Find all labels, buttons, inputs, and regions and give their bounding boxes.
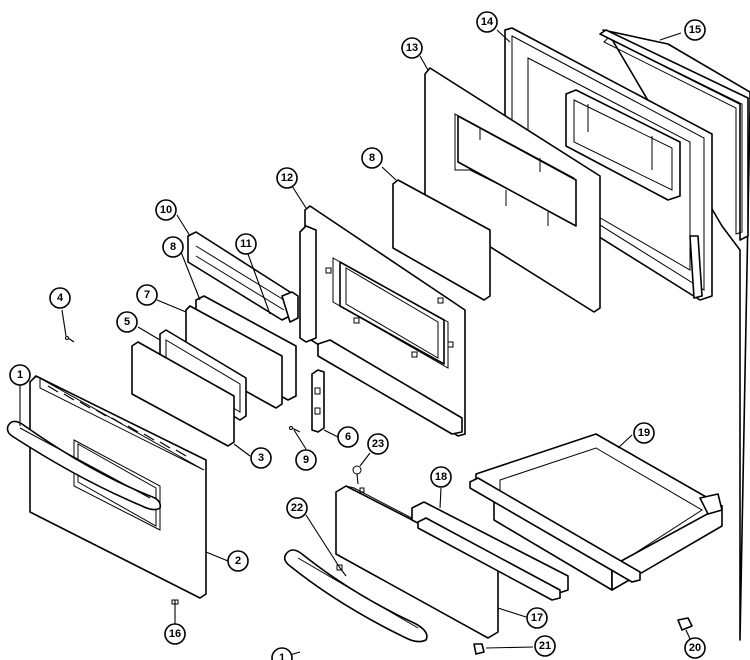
part-storage-drawer: [469, 433, 723, 591]
callout-1-upper: 1: [9, 364, 31, 386]
part-inner-door: [299, 205, 466, 437]
svg-text:21: 21: [539, 640, 551, 652]
callout-19: 19: [633, 422, 655, 444]
callout-3: 3: [250, 447, 272, 469]
callout-4: 4: [49, 287, 71, 309]
callout-17: 17: [526, 607, 548, 629]
part-screw-9: [289, 426, 301, 433]
callout-7: 7: [136, 284, 158, 306]
svg-text:11: 11: [240, 238, 252, 250]
part-drawer-rail: [411, 501, 569, 601]
callout-8-upper: 8: [361, 147, 383, 169]
svg-text:15: 15: [689, 24, 701, 36]
part-door-handle-lower: [283, 549, 428, 643]
part-door-handle-upper: [6, 420, 162, 511]
callout-8-lower: 8: [162, 236, 184, 258]
svg-text:9: 9: [303, 454, 309, 466]
svg-text:12: 12: [281, 172, 293, 184]
svg-text:14: 14: [481, 16, 494, 28]
svg-text:18: 18: [435, 471, 447, 483]
callout-13: 13: [401, 37, 423, 59]
callout-11: 11: [235, 233, 257, 255]
callout-23: 23: [367, 433, 389, 455]
svg-text:6: 6: [345, 431, 351, 443]
svg-text:17: 17: [531, 612, 543, 624]
part-nut-21: [473, 643, 485, 655]
svg-text:20: 20: [689, 642, 701, 654]
svg-text:16: 16: [169, 628, 181, 640]
callout-18: 18: [430, 466, 452, 488]
svg-text:8: 8: [170, 241, 176, 253]
svg-text:2: 2: [235, 555, 241, 567]
part-inner-door-panel: [504, 27, 713, 301]
callout-10: 10: [155, 199, 177, 221]
callout-22: 22: [286, 497, 308, 519]
callout-6: 6: [337, 426, 359, 448]
callout-14: 14: [476, 11, 498, 33]
svg-text:1: 1: [17, 369, 23, 381]
callout-12: 12: [276, 167, 298, 189]
part-window-glass-upper: [392, 179, 491, 301]
svg-text:22: 22: [291, 502, 303, 514]
callout-21: 21: [534, 635, 556, 657]
svg-text:10: 10: [160, 204, 172, 216]
part-screw-22: [336, 564, 347, 577]
svg-text:5: 5: [124, 316, 130, 328]
callout-16: 16: [164, 623, 186, 645]
callout-5: 5: [116, 311, 138, 333]
svg-text:13: 13: [406, 42, 418, 54]
svg-text:8: 8: [369, 152, 375, 164]
svg-text:4: 4: [57, 292, 64, 304]
part-hinge-bracket: [311, 369, 325, 433]
part-screw-16: [171, 599, 179, 612]
callout-1-lower: 1: [271, 647, 293, 660]
svg-text:23: 23: [372, 438, 384, 450]
part-screw-23: [352, 465, 362, 485]
svg-text:1: 1: [279, 652, 285, 660]
callout-2: 2: [227, 550, 249, 572]
callout-9: 9: [295, 449, 317, 471]
svg-text:19: 19: [638, 427, 650, 439]
callout-20: 20: [684, 637, 706, 659]
part-oven-door-outer-panel: [424, 67, 601, 313]
callout-15: 15: [684, 19, 706, 41]
part-clip-4: [65, 336, 75, 343]
svg-text:7: 7: [144, 289, 150, 301]
part-clip-20: [677, 617, 693, 631]
svg-text:3: 3: [258, 452, 264, 464]
part-window-glass-3: [131, 341, 235, 447]
